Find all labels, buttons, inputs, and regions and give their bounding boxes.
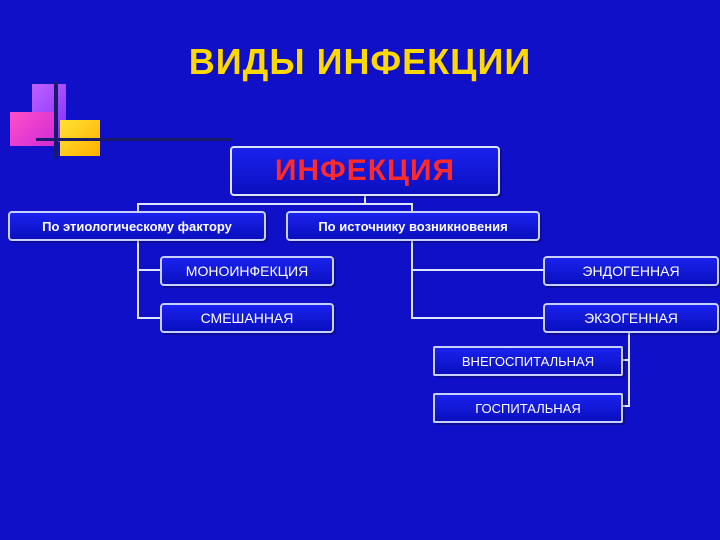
connector-endo <box>411 269 544 271</box>
node-hospital: ГОСПИТАЛЬНАЯ <box>433 393 623 423</box>
node-monoinfection: МОНОИНФЕКЦИЯ <box>160 256 334 286</box>
connector-exo <box>411 317 544 319</box>
connector-left-trunk <box>137 240 139 318</box>
decor-vertical-line <box>54 82 58 158</box>
connector-mono <box>137 269 161 271</box>
connector-right-trunk <box>411 240 413 318</box>
connector-mixed <box>137 317 161 319</box>
node-non-hospital: ВНЕГОСПИТАЛЬНАЯ <box>433 346 623 376</box>
node-source-of-origin: По источнику возникновения <box>286 211 540 241</box>
decor-horizontal-line <box>36 138 232 141</box>
connector-hospital <box>622 405 630 407</box>
slide-title: ВИДЫ ИНФЕКЦИИ <box>120 38 600 86</box>
root-node-infection: ИНФЕКЦИЯ <box>230 146 500 196</box>
connector-branch-bar <box>137 203 413 205</box>
node-exogenous: ЭКЗОГЕННАЯ <box>543 303 719 333</box>
connector-exo-down <box>628 332 630 406</box>
connector-non-hospital <box>622 359 630 361</box>
node-etiological-factor: По этиологическому фактору <box>8 211 266 241</box>
node-mixed: СМЕШАННАЯ <box>160 303 334 333</box>
node-endogenous: ЭНДОГЕННАЯ <box>543 256 719 286</box>
